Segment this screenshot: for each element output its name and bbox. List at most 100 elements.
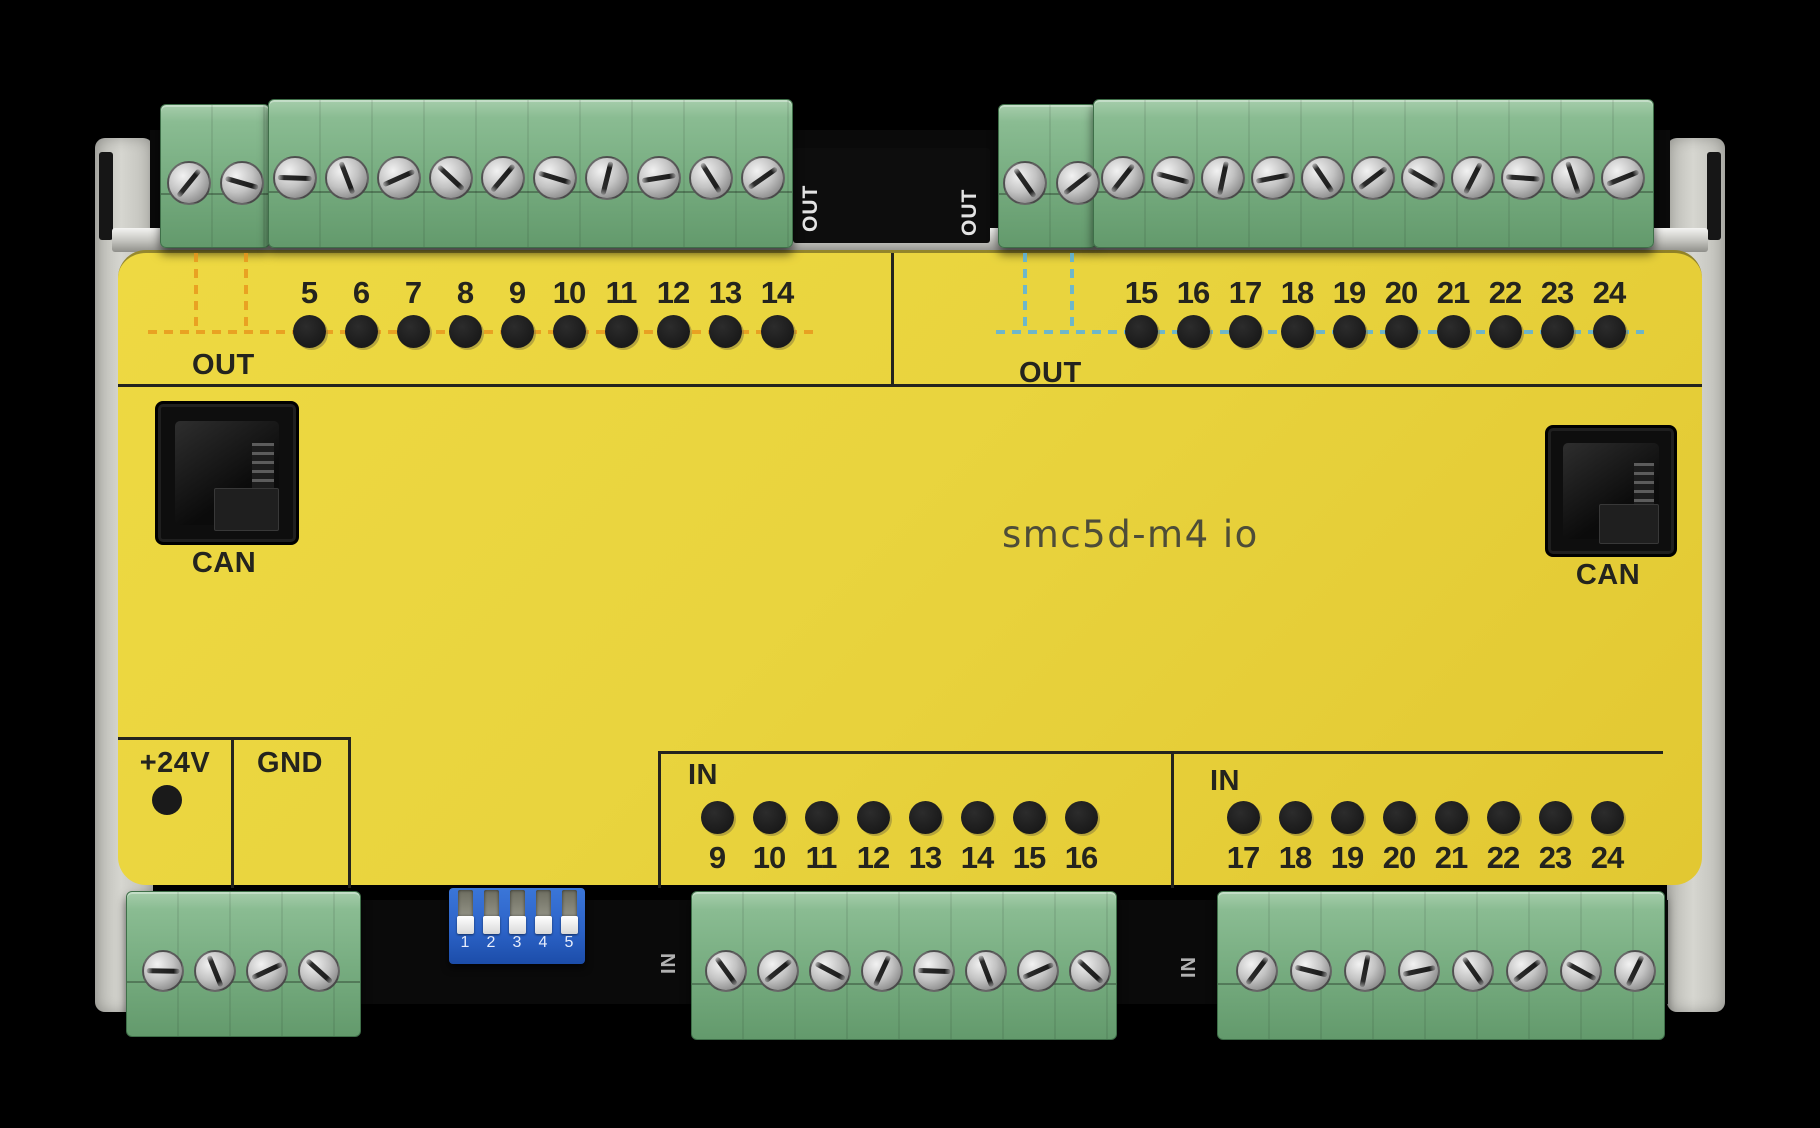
- in-mid-label: IN: [688, 759, 718, 791]
- led-indicator: [856, 801, 890, 834]
- led-channel-20: 20: [1375, 275, 1427, 348]
- power-indicator: [152, 785, 182, 815]
- led-indicator: [1592, 315, 1626, 348]
- led-indicator: [448, 315, 482, 348]
- terminal-block-top-right-small: [998, 104, 1100, 248]
- power-box-line: [231, 737, 234, 888]
- mounting-slot: [99, 152, 113, 240]
- channel-number: 19: [1330, 840, 1364, 875]
- channel-number: 10: [752, 840, 786, 875]
- rj-socket-pins: [251, 442, 274, 501]
- led-channel-22: 22: [1479, 275, 1531, 348]
- terminal-screw: [167, 161, 211, 205]
- dip-slider: [508, 916, 526, 934]
- rj-socket-pins: [1633, 463, 1654, 517]
- led-channel-9: 9: [491, 275, 543, 348]
- led-channel-17: 17: [1219, 275, 1271, 348]
- vertical-out-label-right: OUT: [958, 188, 981, 236]
- terminal-screw: [1614, 950, 1656, 992]
- terminal-screw: [1560, 950, 1602, 992]
- terminal-block-top-left-large: [268, 99, 793, 248]
- led-channel-15: 15: [1003, 801, 1055, 876]
- terminal-block-bottom-left: [126, 891, 361, 1037]
- led-channel-17: 17: [1217, 801, 1269, 876]
- terminal-screw: [1251, 156, 1295, 200]
- channel-number: 16: [1176, 275, 1210, 310]
- dip-track: [534, 890, 552, 934]
- led-channel-21: 21: [1427, 275, 1479, 348]
- terminal-screw: [809, 950, 851, 992]
- led-indicator: [396, 315, 430, 348]
- led-channel-8: 8: [439, 275, 491, 348]
- led-indicator: [552, 315, 586, 348]
- dip-switch-3: 3: [508, 888, 526, 964]
- led-indicator: [708, 315, 742, 348]
- channel-number: 21: [1434, 840, 1468, 875]
- channel-number: 18: [1280, 275, 1314, 310]
- terminal-screw: [481, 156, 525, 200]
- led-channel-22: 22: [1477, 801, 1529, 876]
- led-indicator: [908, 801, 942, 834]
- can-left-label: CAN: [191, 547, 257, 579]
- vertical-in-label-right: IN: [1178, 956, 1200, 978]
- terminal-screw: [1451, 156, 1495, 200]
- channel-number: 23: [1540, 275, 1574, 310]
- led-indicator: [1486, 801, 1520, 834]
- led-indicator: [960, 801, 994, 834]
- terminal-screw: [194, 950, 236, 992]
- dip-number: 4: [538, 934, 548, 951]
- led-indicator: [1124, 315, 1158, 348]
- terminal-screw: [1056, 161, 1100, 205]
- led-channel-14: 14: [951, 801, 1003, 876]
- power-box-line: [348, 737, 351, 888]
- led-indicator: [1540, 315, 1574, 348]
- led-channel-12: 12: [647, 275, 699, 348]
- terminal-screw: [1452, 950, 1494, 992]
- terminal-screw: [1290, 950, 1332, 992]
- terminal-screw: [1506, 950, 1548, 992]
- led-channel-13: 13: [899, 801, 951, 876]
- terminal-screw: [1201, 156, 1245, 200]
- led-channel-23: 23: [1531, 275, 1583, 348]
- channel-number: 20: [1384, 275, 1418, 310]
- dip-number: 1: [460, 934, 470, 951]
- led-channel-10: 10: [743, 801, 795, 876]
- dip-switch-4: 4: [534, 888, 552, 964]
- channel-number: 8: [456, 275, 474, 310]
- terminal-block-top-right-large: [1093, 99, 1654, 248]
- terminal-screw: [741, 156, 785, 200]
- can-port-right: [1545, 425, 1677, 557]
- terminal-screw: [913, 950, 955, 992]
- led-indicator: [1228, 315, 1262, 348]
- led-indicator: [1434, 801, 1468, 834]
- led-channel-21: 21: [1425, 801, 1477, 876]
- terminal-screw: [1344, 950, 1386, 992]
- led-indicator: [1176, 315, 1210, 348]
- vertical-out-label-left: OUT: [799, 184, 822, 232]
- terminal-screw: [142, 950, 184, 992]
- channel-number: 20: [1382, 840, 1416, 875]
- dip-switch-1: 1: [456, 888, 474, 964]
- in-box-line: [1171, 751, 1174, 888]
- dip-track: [560, 890, 578, 934]
- dip-slider: [456, 916, 474, 934]
- channel-number: 21: [1436, 275, 1470, 310]
- channel-number: 12: [656, 275, 690, 310]
- led-indicator: [292, 315, 326, 348]
- channel-number: 14: [760, 275, 794, 310]
- terminal-screw: [965, 950, 1007, 992]
- led-indicator: [1538, 801, 1572, 834]
- channel-number: 7: [404, 275, 422, 310]
- led-channel-16: 16: [1167, 275, 1219, 348]
- power-box-line: [118, 737, 350, 740]
- out-left-label: OUT: [192, 349, 255, 381]
- dip-slider: [560, 916, 578, 934]
- channel-number: 5: [300, 275, 318, 310]
- dip-track: [456, 890, 474, 934]
- terminal-screw: [861, 950, 903, 992]
- led-channel-20: 20: [1373, 801, 1425, 876]
- channel-number: 23: [1538, 840, 1572, 875]
- terminal-screw: [533, 156, 577, 200]
